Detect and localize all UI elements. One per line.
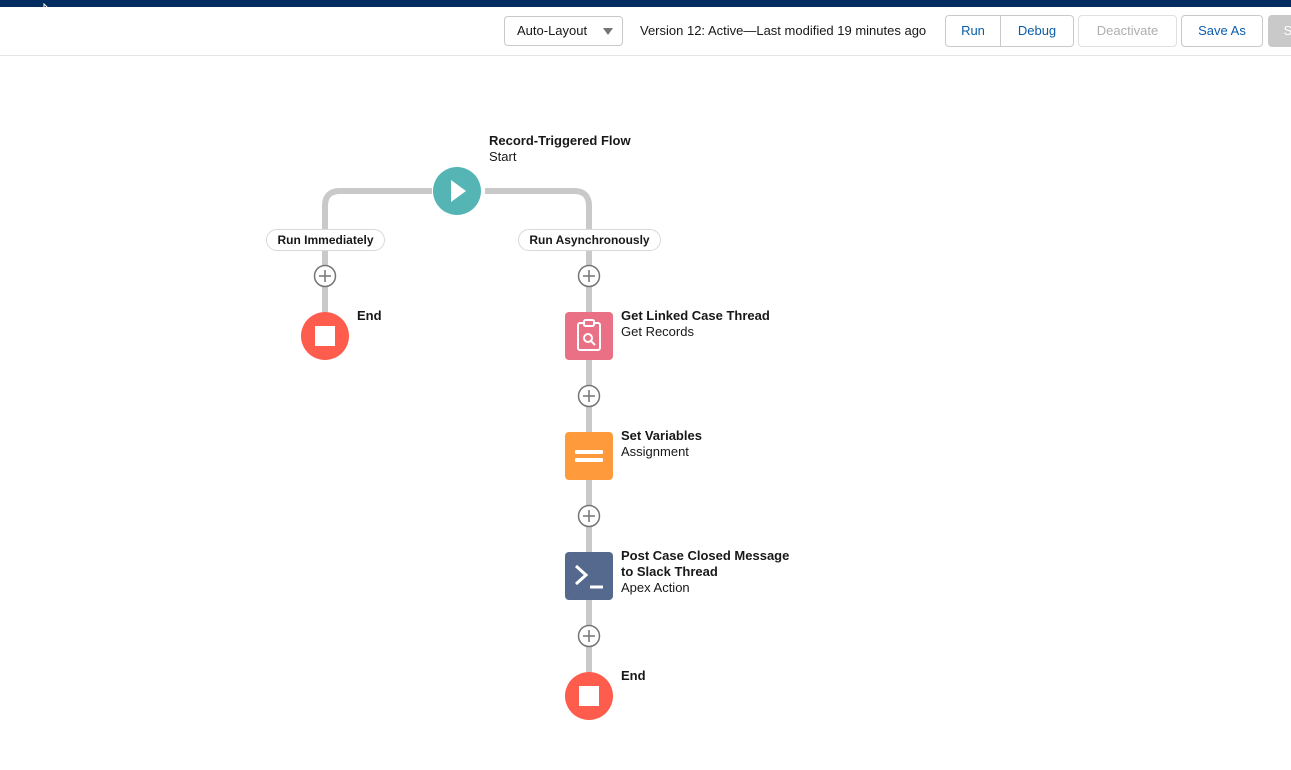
end-node-left-label: End (357, 308, 382, 324)
end-node-right[interactable] (565, 672, 613, 720)
chevron-down-icon (603, 28, 613, 35)
end-node-left[interactable] (301, 312, 349, 360)
stop-icon (579, 686, 599, 706)
start-node-title: Record-Triggered Flow (489, 133, 631, 148)
deactivate-button[interactable]: Deactivate (1078, 15, 1177, 47)
add-element-button[interactable] (577, 264, 601, 288)
assignment-icon (575, 450, 603, 462)
play-icon (451, 180, 466, 202)
get-records-node-title: Get Linked Case Thread (621, 308, 770, 323)
stop-icon (315, 326, 335, 346)
assignment-node[interactable] (565, 432, 613, 480)
flow-canvas (301, 167, 613, 720)
layout-select[interactable]: Auto-Layout (504, 16, 623, 46)
run-button[interactable]: Run (945, 15, 1001, 47)
apex-action-node-title-line2: to Slack Thread (621, 564, 718, 579)
brand-bar (0, 0, 1291, 7)
end-node-left-title: End (357, 308, 382, 323)
assignment-node-title: Set Variables (621, 428, 702, 443)
apex-action-node-type: Apex Action (621, 580, 690, 595)
start-node-label: Record-Triggered Flow Start (489, 133, 631, 165)
get-records-node[interactable] (565, 312, 613, 360)
connector-lines (322, 188, 592, 672)
layout-select-value: Auto-Layout (517, 23, 588, 38)
flow-builder-toolbar: Auto-Layout Version 12: Active—Last modi… (0, 7, 1291, 56)
add-element-button[interactable] (577, 384, 601, 408)
assignment-node-type: Assignment (621, 444, 689, 459)
get-records-node-type: Get Records (621, 324, 694, 339)
add-element-button[interactable] (313, 264, 337, 288)
apex-action-node-label: Post Case Closed Message to Slack Thread… (621, 548, 789, 596)
end-node-right-label: End (621, 668, 646, 684)
branch-label-run-asynchronously[interactable]: Run Asynchronously (518, 229, 661, 251)
debug-button[interactable]: Debug (1000, 15, 1074, 47)
add-element-button[interactable] (577, 624, 601, 648)
add-element-button[interactable] (577, 504, 601, 528)
save-button[interactable]: S (1268, 15, 1291, 47)
apex-icon (574, 564, 603, 589)
apex-action-node[interactable] (565, 552, 613, 600)
start-node-subtitle: Start (489, 149, 517, 164)
version-status: Version 12: Active—Last modified 19 minu… (640, 23, 927, 38)
save-as-button[interactable]: Save As (1181, 15, 1263, 47)
start-node[interactable] (433, 167, 481, 215)
end-node-right-title: End (621, 668, 646, 683)
record-lookup-icon (577, 319, 601, 351)
branch-label-run-immediately[interactable]: Run Immediately (266, 229, 385, 251)
get-records-node-label: Get Linked Case Thread Get Records (621, 308, 770, 340)
apex-action-node-title-line1: Post Case Closed Message (621, 548, 790, 563)
assignment-node-label: Set Variables Assignment (621, 428, 702, 460)
